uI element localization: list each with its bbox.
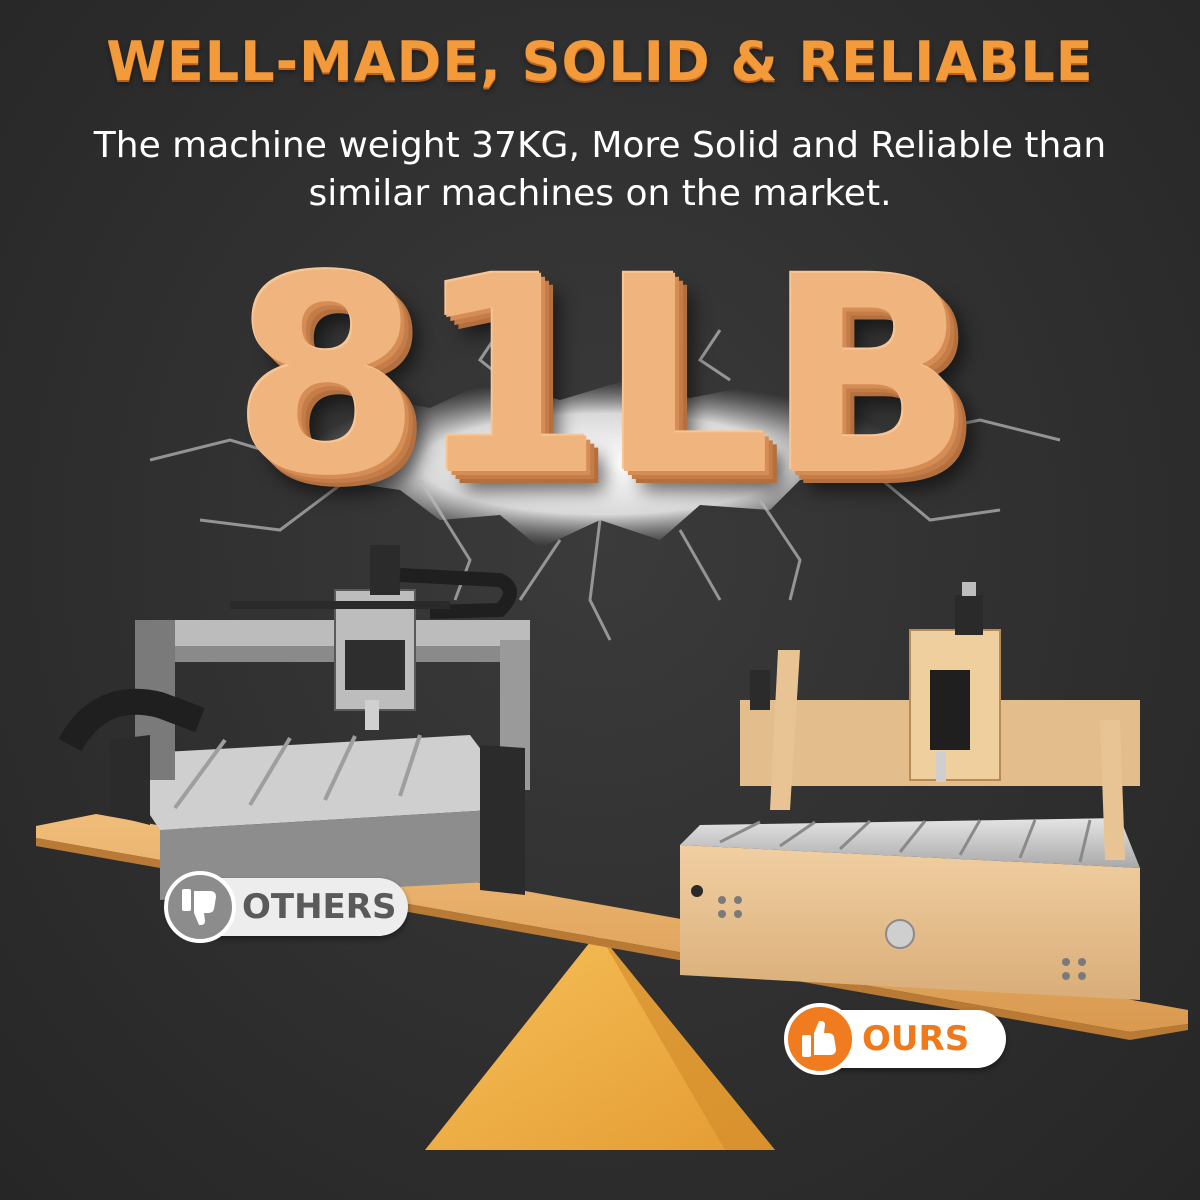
subtitle-line-2: similar machines on the market. xyxy=(308,173,892,214)
thumbs-down-icon xyxy=(164,871,236,943)
subtitle-line-1: The machine weight 37KG, More Solid and … xyxy=(93,125,1107,166)
headline: WELL-MADE, SOLID & RELIABLE xyxy=(106,30,1094,93)
others-machine-image xyxy=(58,545,530,900)
weight-display: 81LB xyxy=(232,220,973,536)
subtitle: The machine weight 37KG, More Solid and … xyxy=(60,122,1140,218)
fulcrum xyxy=(425,932,775,1150)
others-badge: OTHERS xyxy=(164,871,408,943)
crack-graphic xyxy=(149,329,1061,641)
others-label: OTHERS xyxy=(242,887,397,927)
thumbs-up-icon xyxy=(784,1003,856,1075)
ours-machine-image xyxy=(680,582,1140,1000)
ours-label: OURS xyxy=(862,1019,970,1059)
ours-badge: OURS xyxy=(784,1003,1006,1075)
